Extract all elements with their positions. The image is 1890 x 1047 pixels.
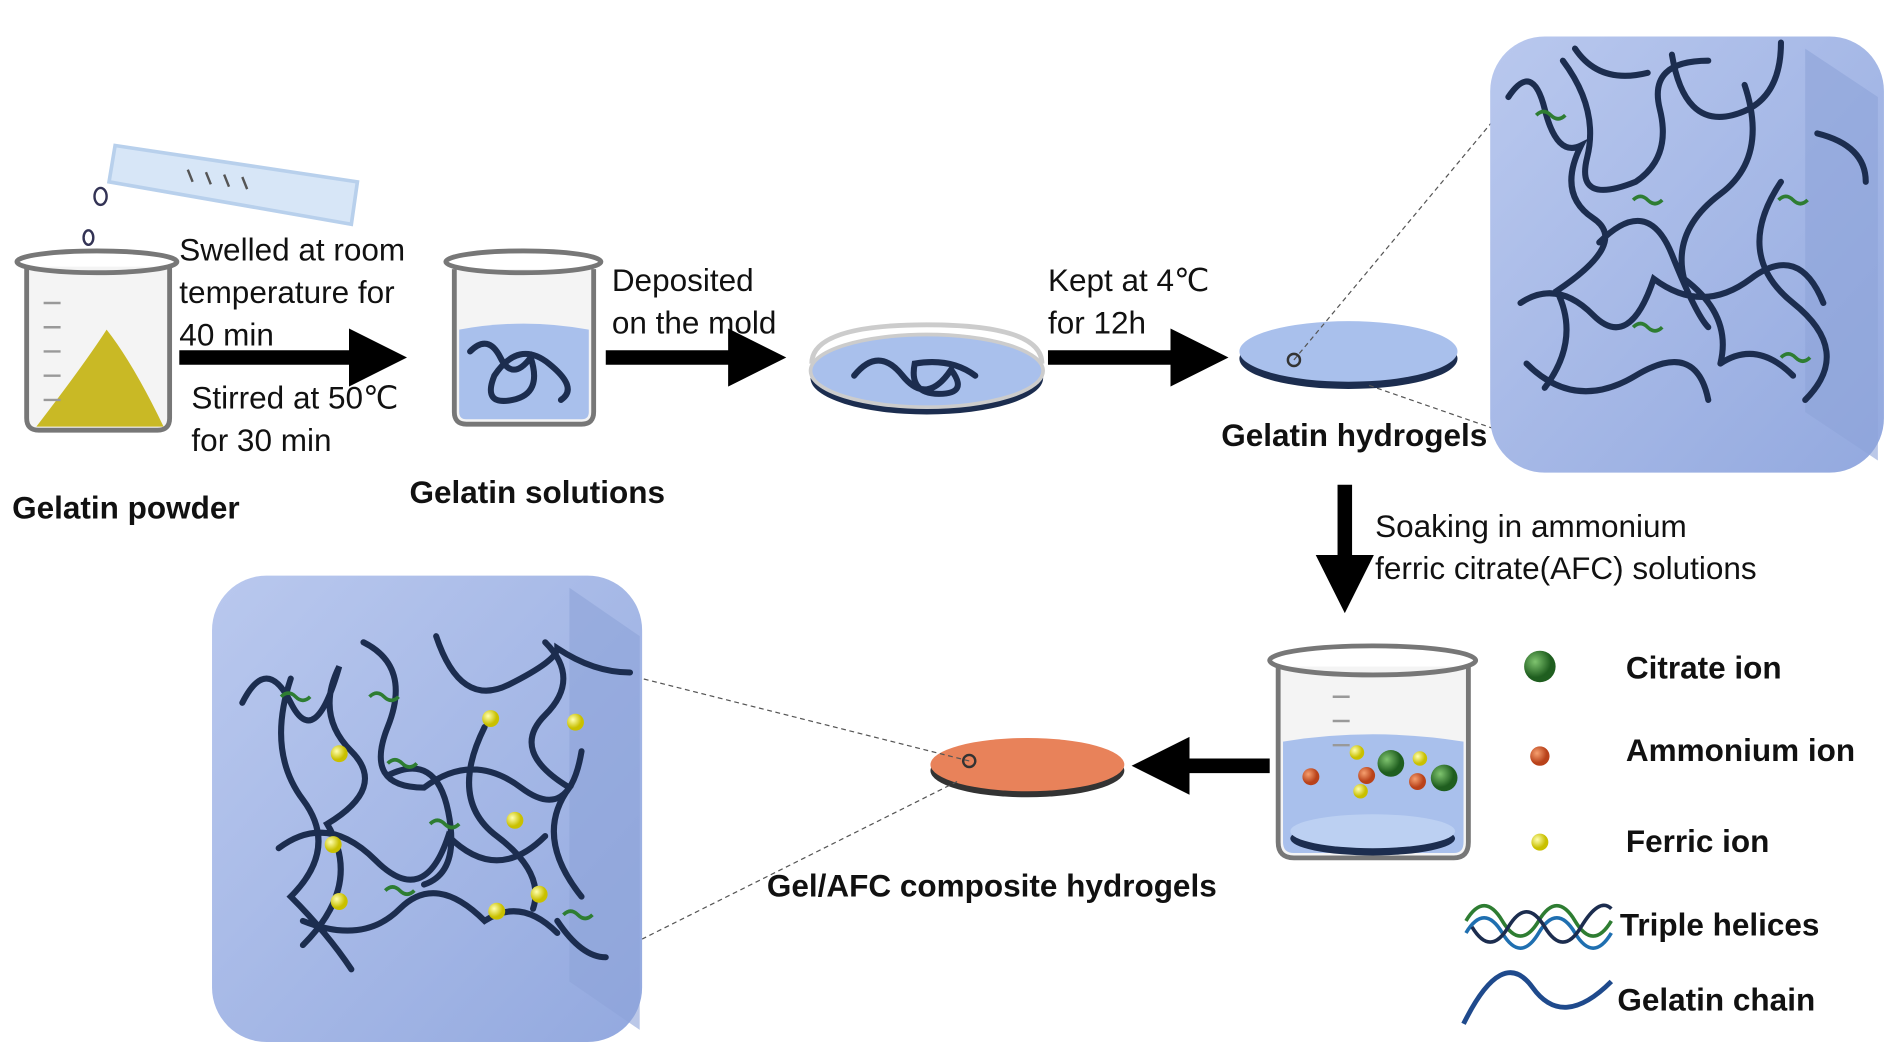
step-soak-line1: Soaking in ammonium xyxy=(1375,508,1687,544)
legend-triple-helices: Triple helices xyxy=(1620,906,1820,942)
step-deposit-line1: Deposited xyxy=(612,262,754,298)
step-swell-line3: 40 min xyxy=(179,316,274,352)
legend-ferric: Ferric ion xyxy=(1626,823,1770,859)
step-soak-line2: ferric citrate(AFC) solutions xyxy=(1375,550,1757,586)
step-swell-line2: temperature for xyxy=(179,274,394,310)
ammonium-ion-icon xyxy=(1530,746,1550,766)
ferric-ion-icon xyxy=(1531,833,1549,851)
beaker-solution xyxy=(443,248,604,427)
citrate-ion-icon xyxy=(1524,650,1556,683)
pipette-icon xyxy=(82,143,360,247)
label-gelatin-solutions: Gelatin solutions xyxy=(410,474,666,510)
step-stir-line1: Stirred at 50℃ xyxy=(191,379,398,415)
step-deposit-line2: on the mold xyxy=(612,304,777,340)
gelatin-network-cube xyxy=(1490,36,1884,473)
ferric-ion-dots xyxy=(324,710,584,920)
gelatin-hydrogel-disc xyxy=(1239,120,1551,449)
legend-gelatin-chain: Gelatin chain xyxy=(1617,982,1815,1018)
triple-helix-icon xyxy=(1464,903,1613,950)
step-kept-line1: Kept at 4℃ xyxy=(1048,262,1209,298)
step-swell-line1: Swelled at room xyxy=(179,232,405,268)
label-composite-hydrogels: Gel/AFC composite hydrogels xyxy=(767,868,1217,904)
beaker-powder xyxy=(14,248,180,433)
composite-hydrogel-disc xyxy=(641,677,1125,940)
step-kept-line2: for 12h xyxy=(1048,304,1146,340)
beaker-afc-solution xyxy=(1267,643,1479,861)
legend: Citrate ion Ammonium ion Ferric ion Trip… xyxy=(1461,650,1855,1025)
label-gelatin-powder: Gelatin powder xyxy=(12,490,240,526)
step-stir-line2: for 30 min xyxy=(191,422,331,458)
petri-dish xyxy=(808,322,1045,415)
composite-network-cube xyxy=(212,575,643,1043)
label-gelatin-hydrogels: Gelatin hydrogels xyxy=(1221,417,1487,453)
legend-ammonium: Ammonium ion xyxy=(1626,732,1855,768)
legend-citrate: Citrate ion xyxy=(1626,650,1782,686)
gelatin-chain-icon xyxy=(1461,970,1614,1025)
